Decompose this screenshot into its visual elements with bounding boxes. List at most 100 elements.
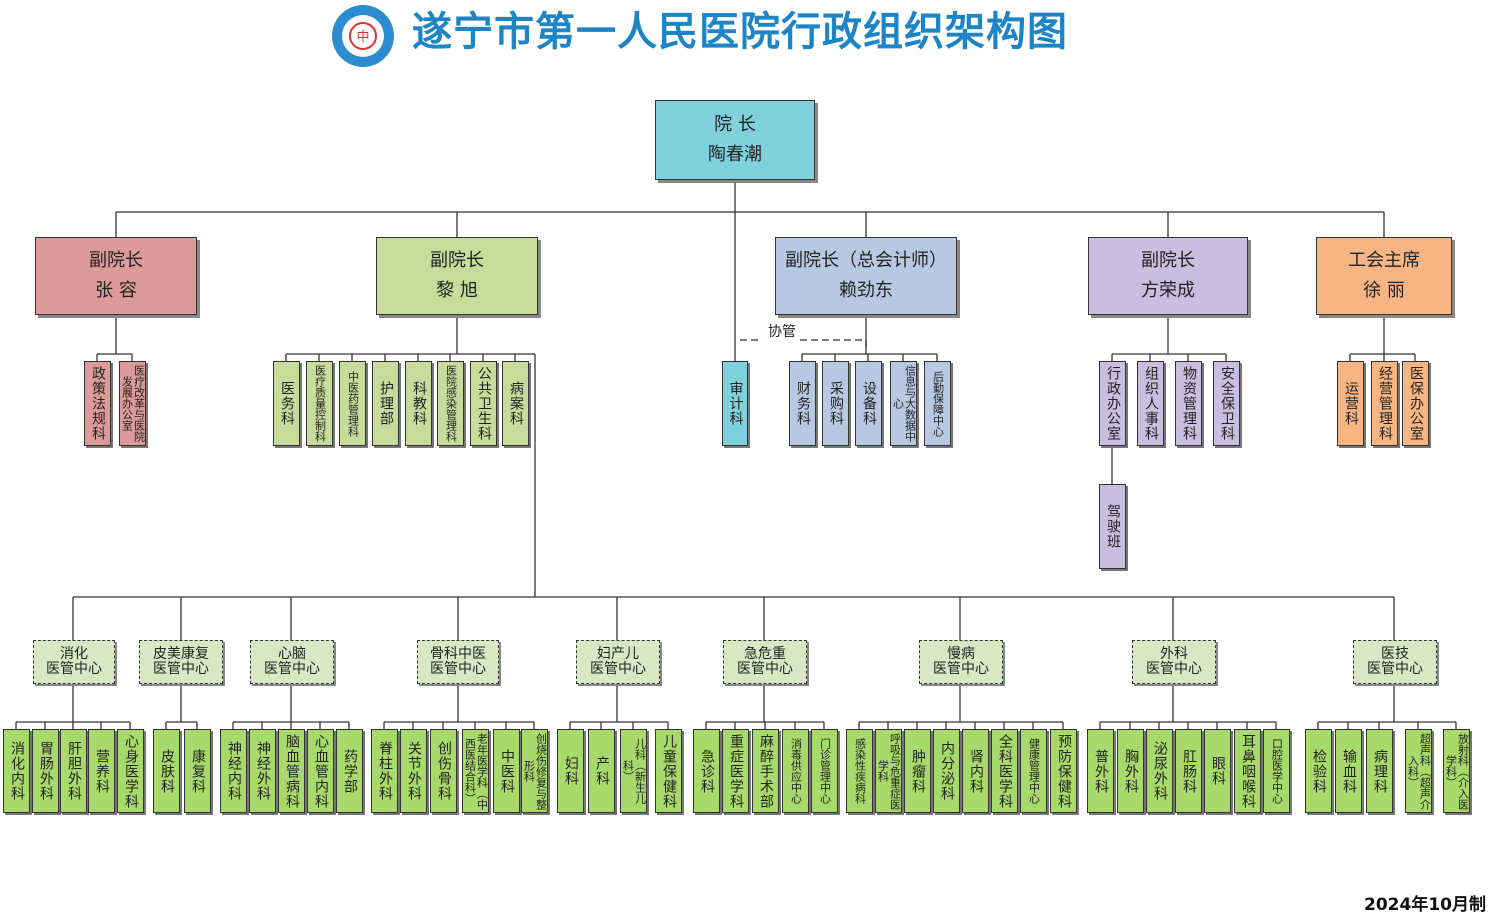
dept-box: 皮肤科 (153, 729, 180, 813)
dept-box: 肿瘤科 (904, 729, 931, 813)
dept-box: 胸外科 (1117, 729, 1144, 813)
dept-box: 创伤骨科 (430, 729, 457, 813)
vp-role: 工会主席 (1348, 250, 1420, 271)
dept-box: 消毒供应中心 (782, 729, 809, 813)
dept-box: 公共卫生科 (470, 361, 497, 446)
dept-box: 肾内科 (962, 729, 989, 813)
vp-name: 黎 旭 (436, 280, 478, 301)
dept-box: 运营科 (1337, 361, 1364, 446)
xieguan-label: 协管 (768, 324, 796, 340)
union-chair-xu: 工会主席 徐 丽 (1316, 237, 1452, 315)
dept-box: 超声科（超声介入科） (1405, 729, 1432, 813)
dept-box: 呼吸与危重症医学科 (875, 729, 902, 813)
dept-box: 口腔医学中心 (1263, 729, 1290, 813)
date-label: 2024年10月制 (1364, 895, 1486, 915)
vice-president-lai: 副院长（总会计师） 赖劲东 (775, 237, 957, 315)
dept-box: 老年医学科（中西医结合科） (462, 729, 489, 813)
dept-box: 中医药管理科 (339, 361, 366, 446)
vp-name: 徐 丽 (1363, 280, 1405, 301)
dept-box: 神经外科 (249, 729, 276, 813)
dept-box: 医务科 (273, 361, 300, 446)
dept-box: 神经内科 (220, 729, 247, 813)
dept-box: 普外科 (1087, 729, 1114, 813)
svg-text:中: 中 (356, 30, 369, 45)
dept-box: 科教科 (405, 361, 432, 446)
vp-role: 副院长 (1141, 250, 1195, 271)
dept-box: 儿科（新生儿科） (620, 729, 647, 813)
president-box: 院 长 陶春潮 (655, 100, 815, 180)
dept-box: 创烧伤修复与整形科 (521, 729, 548, 813)
president-role: 院 长 (714, 114, 756, 135)
dept-box: 医保办公室 (1402, 361, 1429, 446)
center-box: 妇产儿 医管中心 (576, 640, 660, 684)
dept-box: 健康管理中心 (1020, 729, 1047, 813)
dept-box: 眼科 (1204, 729, 1231, 813)
dept-box: 病理科 (1366, 729, 1393, 813)
dept-box: 脑血管病科 (278, 729, 305, 813)
center-box: 消化 医管中心 (33, 640, 115, 684)
dept-box: 药学部 (336, 729, 363, 813)
dept-box: 采购科 (822, 361, 849, 446)
dept-box: 医疗质量控制科 (306, 361, 333, 446)
dept-box: 急诊科 (693, 729, 720, 813)
dept-box: 预防保健科 (1050, 729, 1077, 813)
center-box: 慢病 医管中心 (919, 640, 1003, 684)
dept-box: 肝胆外科 (60, 729, 87, 813)
dept-box: 信息与大数据中心 (890, 361, 917, 446)
dept-box: 中医科 (493, 729, 520, 813)
dept-box: 内分泌科 (933, 729, 960, 813)
dept-box: 关节外科 (400, 729, 427, 813)
dept-box: 经营管理科 (1371, 361, 1398, 446)
dept-box: 妇科 (557, 729, 584, 813)
vice-president-zhang: 副院长 张 容 (35, 237, 197, 315)
dept-box: 后勤保障中心 (924, 361, 951, 446)
dept-box: 耳鼻咽喉科 (1234, 729, 1261, 813)
dept-box: 感染性疾病科 (846, 729, 873, 813)
dept-box: 输血科 (1335, 729, 1362, 813)
dept-box: 泌尿外科 (1146, 729, 1173, 813)
dept-box: 重症医学科 (722, 729, 749, 813)
dept-box: 心身医学科 (117, 729, 144, 813)
dept-box: 消化内科 (3, 729, 30, 813)
vp-name: 方荣成 (1141, 280, 1195, 301)
center-box: 皮美康复 医管中心 (139, 640, 223, 684)
center-box: 骨科中医 医管中心 (417, 640, 499, 684)
dept-box: 检验科 (1305, 729, 1332, 813)
dept-box: 物资管理科 (1175, 361, 1202, 446)
vp-name: 张 容 (95, 280, 137, 301)
dept-box: 驾驶班 (1099, 484, 1126, 569)
dept-box: 设备科 (855, 361, 882, 446)
vp-name: 赖劲东 (839, 280, 893, 301)
dept-box: 麻醉手术部 (752, 729, 779, 813)
dept-box: 全科医学科 (991, 729, 1018, 813)
vice-president-li: 副院长 黎 旭 (376, 237, 538, 315)
center-box: 急危重 医管中心 (723, 640, 807, 684)
center-box: 外科 医管中心 (1132, 640, 1216, 684)
center-box: 医技 医管中心 (1353, 640, 1437, 684)
dept-box: 营养科 (88, 729, 115, 813)
dept-box: 胃肠外科 (32, 729, 59, 813)
vp-role: 副院长（总会计师） (785, 250, 947, 271)
dept-box: 病案科 (502, 361, 529, 446)
dept-box: 产科 (588, 729, 615, 813)
dept-box: 门诊管理中心 (811, 729, 838, 813)
dept-box: 肛肠科 (1175, 729, 1202, 813)
dept-box: 财务科 (789, 361, 816, 446)
dept-box: 医院感染管理科 (437, 361, 464, 446)
dept-box: 放射科（介入医学科） (1443, 729, 1470, 813)
vp-role: 副院长 (430, 250, 484, 271)
dept-box: 组织人事科 (1137, 361, 1164, 446)
vp-role: 副院长 (89, 250, 143, 271)
dept-box: 儿童保健科 (655, 729, 682, 813)
page-title: 遂宁市第一人民医院行政组织架构图 (412, 9, 1068, 55)
dept-box: 脊柱外科 (371, 729, 398, 813)
dept-box: 医疗改革与医院发展办公室 (119, 361, 146, 446)
dept-box: 心血管内科 (307, 729, 334, 813)
dept-box: 护理部 (372, 361, 399, 446)
center-box: 心脑 医管中心 (250, 640, 334, 684)
dept-box: 安全保卫科 (1213, 361, 1240, 446)
vice-president-fang: 副院长 方荣成 (1088, 237, 1248, 315)
dept-box: 行政办公室 (1099, 361, 1126, 446)
dept-box: 康复科 (184, 729, 211, 813)
